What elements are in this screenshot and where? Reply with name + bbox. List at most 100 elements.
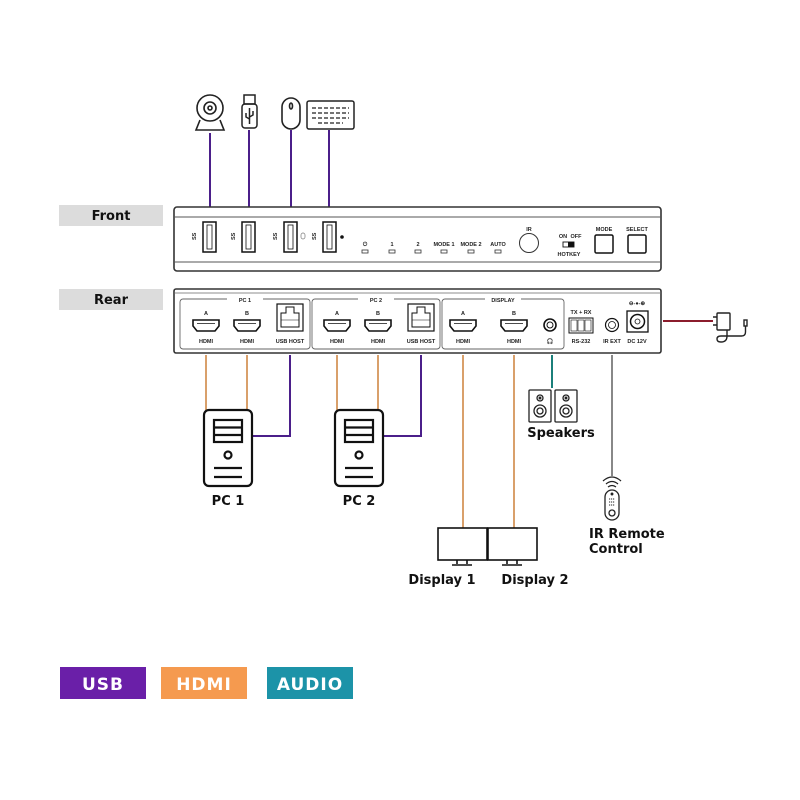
- ir-remote-icon: [602, 476, 622, 521]
- svg-text:B: B: [376, 311, 380, 317]
- svg-text:B: B: [245, 311, 249, 317]
- legend-swatch: [267, 667, 353, 699]
- svg-text:A: A: [204, 311, 208, 317]
- pc2-tower-icon: [333, 408, 385, 488]
- svg-text:IR EXT: IR EXT: [603, 339, 621, 345]
- pc2-label: PC 2: [343, 494, 376, 509]
- usb-drive-icon: [241, 94, 258, 129]
- led-label-2: 2: [416, 242, 419, 248]
- svg-text:A: A: [335, 311, 339, 317]
- svg-text:ON: ON: [559, 234, 567, 240]
- svg-text:HDMI: HDMI: [456, 339, 471, 345]
- svg-text:OFF: OFF: [571, 234, 583, 240]
- power-adapter-icon: [713, 312, 748, 343]
- svg-text:TX + RX: TX + RX: [571, 310, 592, 316]
- svg-text:SS: SS: [273, 232, 279, 240]
- ir-label: IR: [526, 227, 532, 233]
- svg-text:HDMI: HDMI: [371, 339, 386, 345]
- webcam-icon: [194, 94, 226, 131]
- front-label: Front: [92, 209, 131, 224]
- rear-hdmi-port[interactable]: B HDMI: [364, 311, 392, 345]
- svg-text:HDMI: HDMI: [240, 339, 255, 345]
- svg-text:SS: SS: [231, 232, 237, 240]
- display1-label: Display 1: [408, 573, 475, 588]
- speakers-icon: [528, 389, 578, 423]
- svg-text:HOTKEY: HOTKEY: [558, 252, 581, 258]
- legend-label: AUDIO: [277, 675, 343, 695]
- select-button[interactable]: [627, 234, 647, 254]
- led-label-auto: AUTO: [490, 242, 506, 248]
- svg-text:A: A: [461, 311, 465, 317]
- mode-button[interactable]: [594, 234, 614, 254]
- legend-label: USB: [82, 675, 124, 695]
- front-usb-port-4[interactable]: SS: [312, 221, 344, 253]
- mouse-icon: [281, 97, 301, 130]
- svg-text:🎧: 🎧: [547, 338, 554, 345]
- led-mode1: [440, 249, 448, 254]
- rear-hdmi-port[interactable]: A HDMI: [192, 311, 220, 345]
- pc1-label: PC 1: [212, 494, 245, 509]
- ir-sensor: [519, 233, 539, 253]
- rear-label: Rear: [94, 293, 129, 308]
- mode-button-label: MODE: [596, 227, 613, 233]
- rear-audio-port[interactable]: 🎧: [543, 318, 557, 345]
- pc1-tower-icon: [202, 408, 254, 488]
- keyboard-port-icon: [340, 235, 344, 239]
- svg-text:USB HOST: USB HOST: [276, 339, 305, 345]
- led-label-1: 1: [390, 242, 393, 248]
- led-power: [361, 249, 369, 254]
- led-mode2: [467, 249, 475, 254]
- rear-usb-host-port[interactable]: USB HOST: [407, 303, 436, 345]
- legend-swatch: [161, 667, 247, 699]
- rear-hdmi-port[interactable]: B HDMI: [233, 311, 261, 345]
- peripheral-cables: [209, 130, 330, 207]
- front-usb-port-1[interactable]: SS: [192, 221, 217, 253]
- svg-text:B: B: [512, 311, 516, 317]
- rear-label-bg: [59, 289, 163, 310]
- legend-item-hdmi: HDMI: [161, 667, 247, 699]
- svg-text:SS: SS: [312, 232, 318, 240]
- legend-item-audio: AUDIO: [267, 667, 353, 699]
- hotkey-switch[interactable]: ON OFF HOTKEY: [558, 234, 583, 258]
- led-auto: [494, 249, 502, 254]
- rear-group-title: DISPLAY: [491, 298, 515, 304]
- ir-ext-port[interactable]: IR EXT: [603, 317, 621, 346]
- display2-label: Display 2: [501, 573, 568, 588]
- speakers-label: Speakers: [527, 426, 595, 441]
- led-1: [388, 249, 396, 254]
- display1-icon: [437, 527, 488, 566]
- svg-text:HDMI: HDMI: [199, 339, 214, 345]
- svg-text:USB HOST: USB HOST: [407, 339, 436, 345]
- front-leds: ⏻ 1 2 MODE 1 MODE 2 AUTO: [361, 241, 506, 254]
- rs232-port[interactable]: TX + RX RS-232: [568, 310, 594, 345]
- rear-cables: [205, 355, 613, 528]
- rear-group-title: PC 1: [239, 298, 251, 304]
- front-usb-port-3[interactable]: SS: [273, 221, 306, 253]
- rear-group-display: DISPLAY A HDMI B HDMI 🎧: [441, 296, 565, 350]
- front-usb-port-2[interactable]: SS: [231, 221, 256, 253]
- legend-label: HDMI: [176, 675, 232, 695]
- svg-text:HDMI: HDMI: [507, 339, 522, 345]
- rear-hdmi-port[interactable]: A HDMI: [449, 311, 477, 345]
- select-button-label: SELECT: [626, 227, 648, 233]
- legend: USB HDMI AUDIO: [60, 667, 353, 699]
- led-label-power: ⏻: [363, 241, 368, 248]
- display2-icon: [487, 527, 538, 566]
- keyboard-icon: [306, 100, 355, 130]
- rear-hdmi-port[interactable]: B HDMI: [500, 311, 528, 345]
- svg-text:⊖-●-⊕: ⊖-●-⊕: [629, 301, 646, 307]
- dc-power-port[interactable]: ⊖-●-⊕ DC 12V: [626, 301, 649, 345]
- ir-remote-label-line2: Control: [589, 542, 643, 557]
- rear-group-pc-1: PC 1 A HDMI B HDMI USB HOST: [179, 296, 311, 350]
- legend-item-usb: USB: [60, 667, 146, 699]
- front-label-bg: [59, 205, 163, 226]
- rear-usb-host-port[interactable]: USB HOST: [276, 303, 305, 345]
- legend-swatch: [60, 667, 146, 699]
- led-2: [414, 249, 422, 254]
- pc1-usb-cable: [252, 355, 291, 437]
- front-usb-ports: SS SS SS SS: [192, 221, 344, 253]
